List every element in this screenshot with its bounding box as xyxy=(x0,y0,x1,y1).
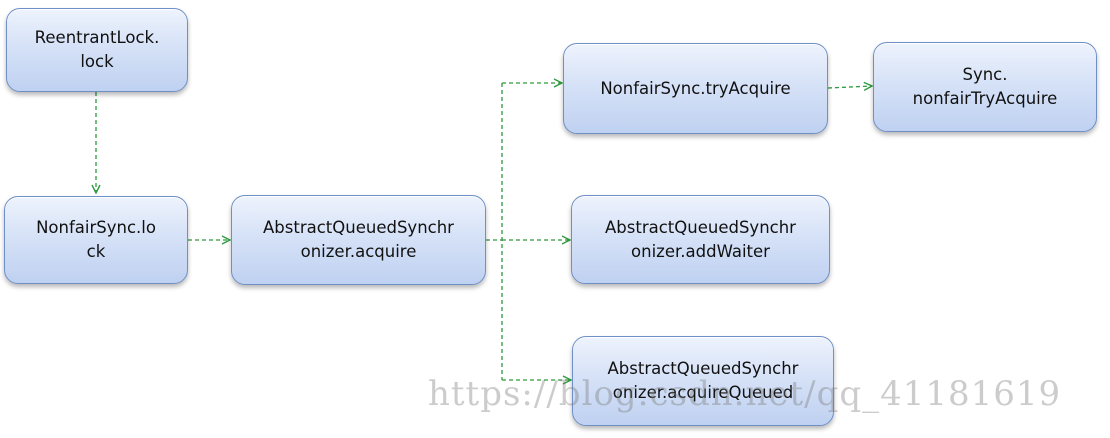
node-label: AbstractQueuedSynchr onizer.acquire xyxy=(263,218,454,261)
node-aqs-add-waiter[interactable]: AbstractQueuedSynchr onizer.addWaiter xyxy=(571,195,830,284)
node-label: Sync. nonfairTryAcquire xyxy=(912,65,1058,108)
node-nonfair-try-acquire[interactable]: NonfairSync.tryAcquire xyxy=(563,43,828,134)
arrow-try-acquire-to-sync xyxy=(827,86,872,88)
node-aqs-acquire-queued[interactable]: AbstractQueuedSynchr onizer.acquireQueue… xyxy=(572,336,834,426)
node-aqs-acquire[interactable]: AbstractQueuedSynchr onizer.acquire xyxy=(231,195,486,285)
node-reentrant-lock[interactable]: ReentrantLock. lock xyxy=(6,8,188,92)
node-nonfair-sync-lock[interactable]: NonfairSync.lo ck xyxy=(4,196,188,284)
node-label: NonfairSync.tryAcquire xyxy=(600,78,791,98)
node-sync-nonfair-try-acquire[interactable]: Sync. nonfairTryAcquire xyxy=(873,42,1097,132)
node-label: AbstractQueuedSynchr onizer.addWaiter xyxy=(605,217,796,261)
node-label: NonfairSync.lo ck xyxy=(36,218,156,261)
node-label: ReentrantLock. lock xyxy=(34,28,160,71)
node-label: AbstractQueuedSynchr onizer.acquireQueue… xyxy=(607,359,799,402)
